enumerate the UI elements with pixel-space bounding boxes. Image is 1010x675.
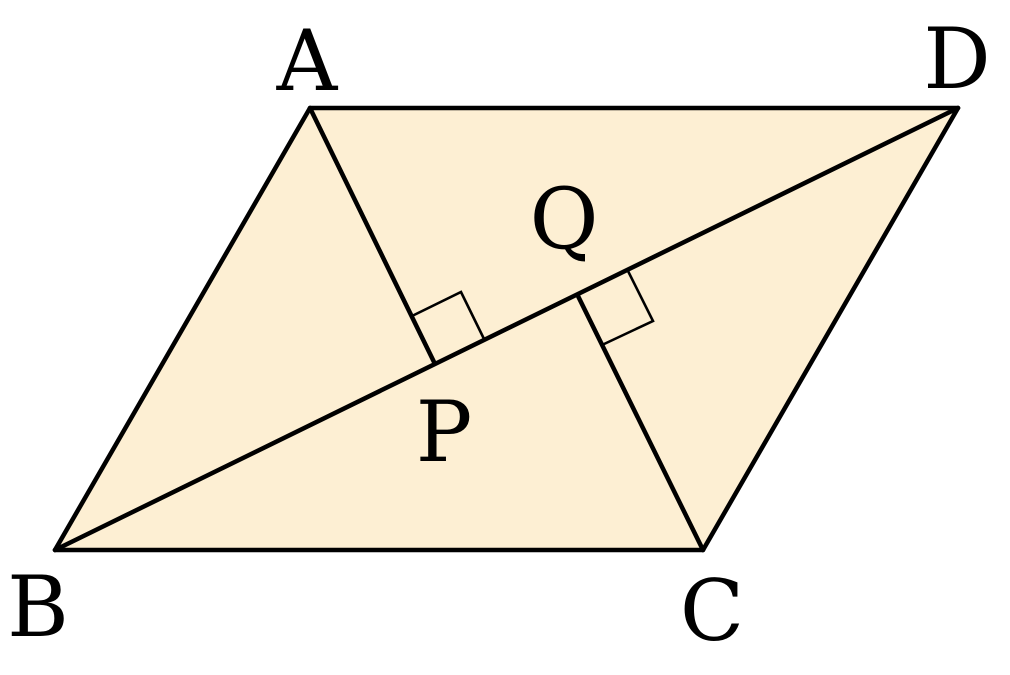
perpendicular-ap [307, 105, 437, 365]
vertex-label-c: C [680, 562, 744, 660]
vertex-label-b: B [7, 558, 69, 656]
side-ab [52, 105, 313, 553]
right-angle-mark-p [411, 290, 487, 342]
vertex-label-a: A [276, 12, 339, 110]
foot-label-q: Q [530, 170, 599, 268]
foot-label-p: P [416, 383, 473, 481]
diagonal-bd [52, 105, 961, 553]
perpendicular-cq [575, 293, 706, 553]
right-angle-mark-q [601, 270, 655, 347]
side-cd [700, 105, 961, 553]
vertex-label-d: D [923, 10, 990, 108]
